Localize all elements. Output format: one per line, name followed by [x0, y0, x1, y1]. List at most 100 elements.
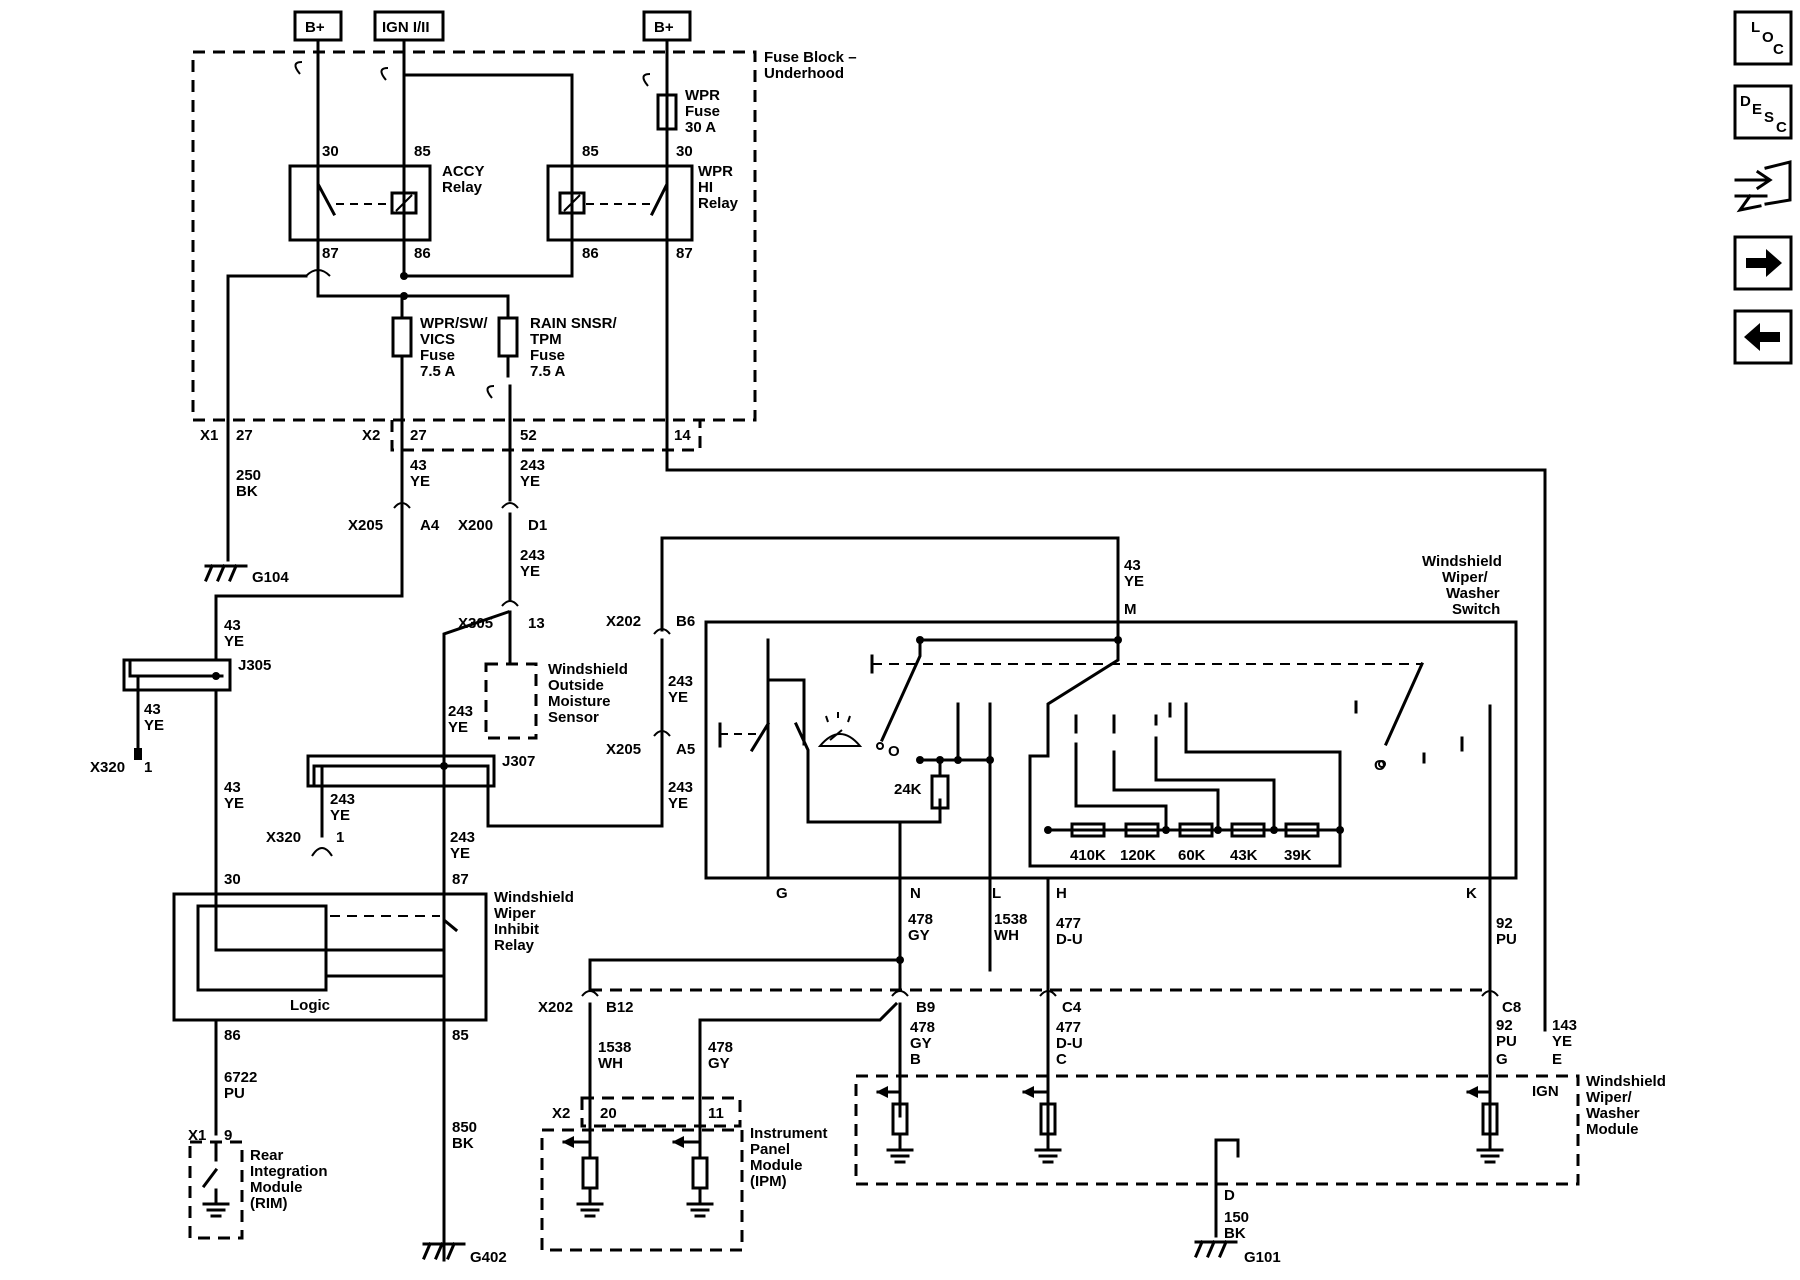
svg-text:HI: HI — [698, 179, 713, 196]
svg-text:Outside: Outside — [548, 677, 604, 694]
svg-text:1538: 1538 — [994, 911, 1027, 928]
svg-text:C4: C4 — [1062, 999, 1082, 1016]
ign-tag: IGN I/II — [373, 10, 445, 42]
j305-splice — [122, 658, 232, 692]
svg-text:Washer: Washer — [1586, 1105, 1640, 1122]
svg-text:43: 43 — [410, 457, 427, 474]
svg-text:WPR: WPR — [685, 87, 720, 104]
svg-text:WPR: WPR — [698, 163, 733, 180]
svg-text:20: 20 — [600, 1105, 617, 1122]
svg-text:477: 477 — [1056, 915, 1081, 932]
next-arrow-button[interactable] — [1733, 235, 1793, 291]
svg-text:A4: A4 — [420, 517, 440, 534]
svg-text:85: 85 — [452, 1027, 469, 1044]
svg-text:X1: X1 — [200, 427, 218, 444]
svg-text:1: 1 — [336, 829, 344, 846]
connector-tool-icon[interactable] — [1734, 160, 1792, 213]
svg-text:X200: X200 — [458, 517, 493, 534]
svg-text:(IPM): (IPM) — [750, 1173, 787, 1190]
svg-text:YE: YE — [448, 719, 468, 736]
loc-button[interactable]: L O C — [1733, 10, 1793, 66]
desc-button[interactable]: D E S C — [1733, 84, 1793, 140]
svg-text:O: O — [1762, 29, 1774, 46]
svg-text:D1: D1 — [528, 517, 547, 534]
svg-text:85: 85 — [582, 143, 599, 160]
svg-text:BK: BK — [452, 1135, 474, 1152]
svg-text:243: 243 — [668, 779, 693, 796]
svg-text:BK: BK — [236, 483, 258, 500]
svg-text:YE: YE — [224, 795, 244, 812]
svg-text:X205: X205 — [348, 517, 383, 534]
svg-text:J307: J307 — [502, 753, 535, 770]
rear-integration-module — [188, 1140, 244, 1240]
svg-text:M: M — [1124, 601, 1137, 618]
svg-text:Relay: Relay — [698, 195, 739, 212]
svg-text:7.5 A: 7.5 A — [530, 363, 565, 380]
svg-text:Rear: Rear — [250, 1147, 284, 1164]
svg-text:YE: YE — [224, 633, 244, 650]
svg-text:G: G — [776, 885, 788, 902]
svg-text:243: 243 — [520, 547, 545, 564]
wiper-washer-module — [854, 1074, 1580, 1238]
svg-text:YE: YE — [144, 717, 164, 734]
svg-text:85: 85 — [414, 143, 431, 160]
wpr-sw-vics-fuse — [391, 316, 413, 358]
svg-text:IGN I/II: IGN I/II — [382, 19, 430, 36]
svg-text:X320: X320 — [266, 829, 301, 846]
svg-text:Module: Module — [1586, 1121, 1639, 1138]
svg-text:D: D — [1740, 93, 1751, 110]
svg-text:L: L — [1751, 19, 1760, 36]
svg-text:O: O — [1374, 757, 1386, 774]
svg-text:PU: PU — [1496, 1033, 1517, 1050]
svg-text:X2: X2 — [362, 427, 380, 444]
svg-text:120K: 120K — [1120, 847, 1156, 864]
svg-text:Instrument: Instrument — [750, 1125, 828, 1142]
wpr-fuse — [656, 93, 678, 131]
svg-text:IGN: IGN — [1532, 1083, 1559, 1100]
svg-text:150: 150 — [1224, 1209, 1249, 1226]
svg-text:H: H — [1056, 885, 1067, 902]
svg-text:D-U: D-U — [1056, 931, 1083, 948]
svg-text:Windshield: Windshield — [548, 661, 628, 678]
svg-text:PU: PU — [1496, 931, 1517, 948]
prev-arrow-button[interactable] — [1733, 309, 1793, 365]
svg-text:X1: X1 — [188, 1127, 206, 1144]
svg-text:43K: 43K — [1230, 847, 1258, 864]
b-plus-tag-2: B+ — [642, 10, 692, 42]
svg-text:YE: YE — [330, 807, 350, 824]
svg-text:Inhibit: Inhibit — [494, 921, 539, 938]
svg-text:G101: G101 — [1244, 1249, 1281, 1266]
svg-text:WH: WH — [598, 1055, 623, 1072]
svg-text:E: E — [1752, 101, 1762, 118]
g104-ground-icon — [204, 564, 248, 582]
svg-text:43: 43 — [144, 701, 161, 718]
svg-text:N: N — [910, 885, 921, 902]
svg-text:243: 243 — [520, 457, 545, 474]
svg-text:Module: Module — [250, 1179, 303, 1196]
svg-text:J305: J305 — [238, 657, 271, 674]
svg-text:86: 86 — [224, 1027, 241, 1044]
svg-text:TPM: TPM — [530, 331, 562, 348]
svg-text:243: 243 — [330, 791, 355, 808]
svg-text:27: 27 — [410, 427, 427, 444]
svg-text:G: G — [1496, 1051, 1508, 1068]
svg-text:52: 52 — [520, 427, 537, 444]
svg-text:YE: YE — [520, 473, 540, 490]
svg-text:B12: B12 — [606, 999, 634, 1016]
svg-text:GY: GY — [908, 927, 930, 944]
svg-text:30: 30 — [676, 143, 693, 160]
svg-text:Fuse: Fuse — [420, 347, 455, 364]
svg-text:B9: B9 — [916, 999, 935, 1016]
svg-text:478: 478 — [910, 1019, 935, 1036]
svg-text:(RIM): (RIM) — [250, 1195, 288, 1212]
svg-text:B+: B+ — [654, 19, 674, 36]
svg-text:9: 9 — [224, 1127, 232, 1144]
svg-text:Windshield: Windshield — [1586, 1073, 1666, 1090]
svg-text:243: 243 — [668, 673, 693, 690]
svg-text:E: E — [1552, 1051, 1562, 1068]
svg-text:X202: X202 — [538, 999, 573, 1016]
svg-text:30: 30 — [224, 871, 241, 888]
accy-relay — [288, 164, 432, 242]
svg-text:Washer: Washer — [1446, 585, 1500, 602]
svg-text:YE: YE — [520, 563, 540, 580]
